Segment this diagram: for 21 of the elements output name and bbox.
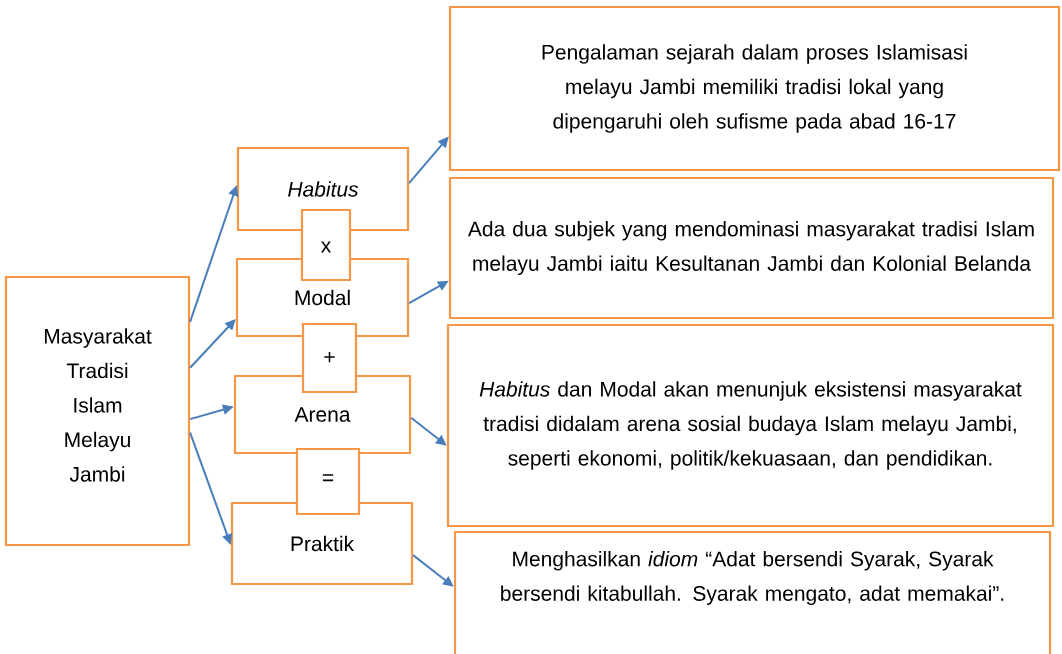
description-box: [446, 323, 1055, 528]
arrow: [189, 319, 236, 369]
node-text: Menghasilkan idiom “Adat bersendi Syarak, Syarak bersendi kitabullah. Syarak mengato, adat memakai”.: [501, 550, 1004, 606]
concept-box: [4, 275, 191, 547]
node-text: +: [324, 351, 335, 363]
node-text: Habitus dan Modal akan menunjuk eksistensi masyarakat tradisi didalam arena sosial budaya Islam melayu Jambi, seperti ekonomi, politik/kekuasaan, dan pendidikan.: [479, 381, 1022, 470]
node-text: Modal: [295, 289, 350, 306]
description-box: [453, 530, 1052, 654]
description-box: [448, 5, 1061, 172]
node-text: Masyarakat Tradisi Islam Melayu Jambi: [44, 328, 152, 482]
operator-box: [295, 447, 361, 516]
description-box: [448, 176, 1055, 320]
node-text: Arena: [294, 407, 351, 422]
node-text: x: [321, 241, 332, 253]
node-text: Praktik: [291, 535, 355, 552]
node-text: Habitus: [288, 181, 359, 197]
node-text: Ada dua subjek yang mendominasi masyarakat tradisi Islam melayu Jambi iaitu Kesultanan Jambi dan Kolonial Belanda: [467, 220, 1034, 276]
node-text: =: [322, 474, 334, 482]
node-text: Pengalaman sejarah dalam proses Islamisasi melayu Jambi memiliki tradisi lokal yang dipengaruhi oleh sufisme pada abad 16-17: [542, 44, 967, 133]
operator-box: [301, 322, 358, 394]
operator-box: [300, 208, 352, 282]
